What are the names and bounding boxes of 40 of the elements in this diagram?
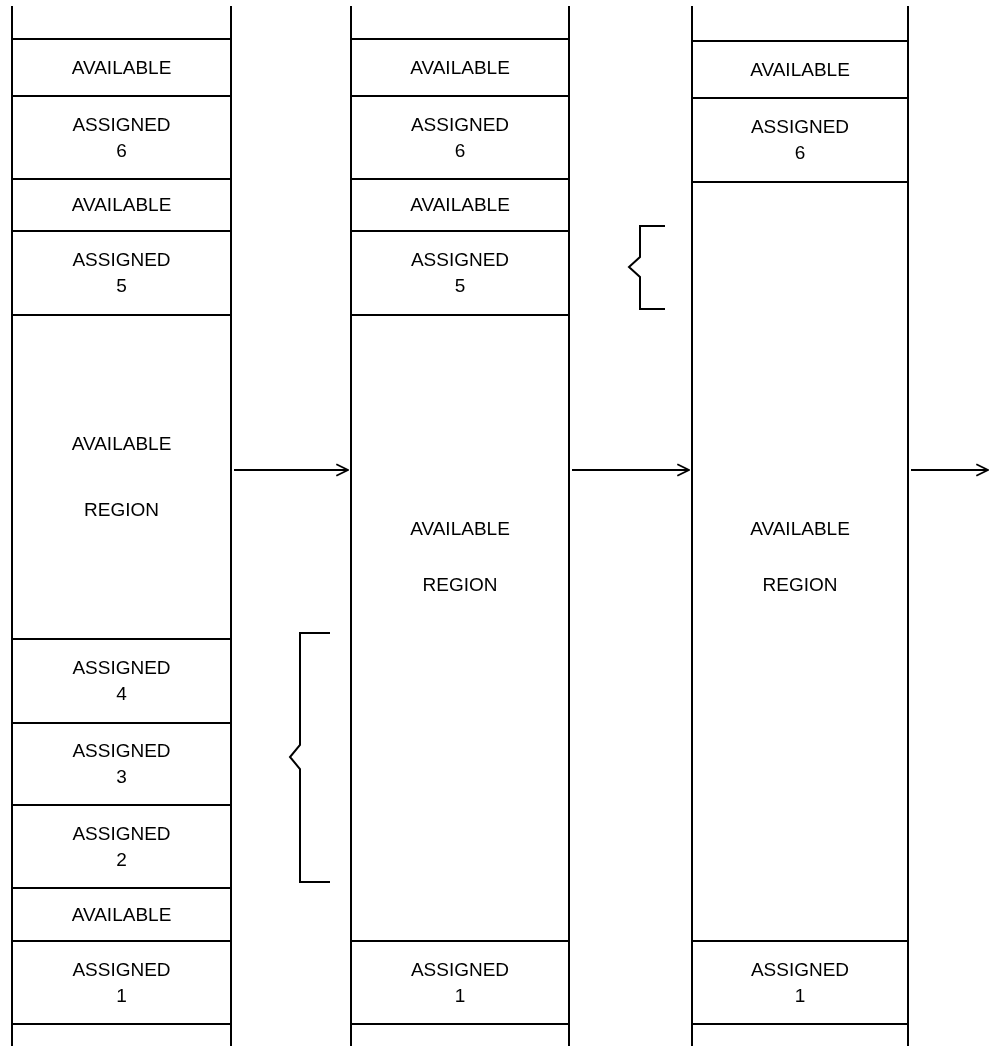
cell-label: ASSIGNED bbox=[750, 957, 850, 982]
cell-label: 5 bbox=[116, 274, 127, 298]
cell-label: 6 bbox=[794, 141, 806, 165]
arrow bbox=[233, 463, 349, 477]
cell-label: REGION bbox=[762, 573, 838, 597]
cell-label: AVAILABLE bbox=[71, 193, 172, 217]
cell-label: 5 bbox=[454, 274, 466, 298]
memory-column bbox=[691, 6, 909, 1046]
cell-label: AVAILABLE bbox=[410, 517, 510, 541]
cell-label: ASSIGNED bbox=[72, 112, 171, 137]
cell-label: 1 bbox=[794, 983, 806, 1008]
cell-label: ASSIGNED bbox=[410, 248, 510, 272]
cell-label: AVAILABLE bbox=[410, 193, 510, 217]
cell-label: ASSIGNED bbox=[410, 957, 510, 982]
cell-label: ASSIGNED bbox=[72, 656, 171, 680]
cell-label: AVAILABLE bbox=[71, 432, 172, 456]
cell-label: REGION bbox=[84, 498, 159, 522]
cell-label: ASSIGNED bbox=[72, 248, 171, 272]
cell-label: 3 bbox=[116, 765, 127, 789]
memory-column bbox=[350, 6, 570, 1046]
cell-label: ASSIGNED bbox=[750, 115, 850, 139]
cell-label: 1 bbox=[454, 983, 466, 1008]
cell-label: 1 bbox=[116, 983, 127, 1008]
arrow bbox=[910, 463, 989, 477]
cell-label: AVAILABLE bbox=[410, 55, 510, 80]
cell-label: 6 bbox=[454, 138, 466, 163]
cell-label: ASSIGNED bbox=[72, 739, 171, 763]
cell-label: 4 bbox=[116, 682, 127, 706]
cell-label: ASSIGNED bbox=[72, 957, 171, 982]
cell-label: 6 bbox=[116, 138, 127, 163]
cell-label: AVAILABLE bbox=[750, 57, 850, 82]
cell-label: AVAILABLE bbox=[71, 55, 172, 80]
cell-label: AVAILABLE bbox=[750, 517, 850, 541]
cell-label: REGION bbox=[422, 573, 498, 597]
memory-column bbox=[11, 6, 232, 1046]
arrow bbox=[571, 463, 690, 477]
cell-label: 2 bbox=[116, 847, 127, 872]
cell-label: AVAILABLE bbox=[71, 902, 172, 927]
cell-label: ASSIGNED bbox=[72, 821, 171, 846]
cell-label: ASSIGNED bbox=[410, 112, 510, 137]
